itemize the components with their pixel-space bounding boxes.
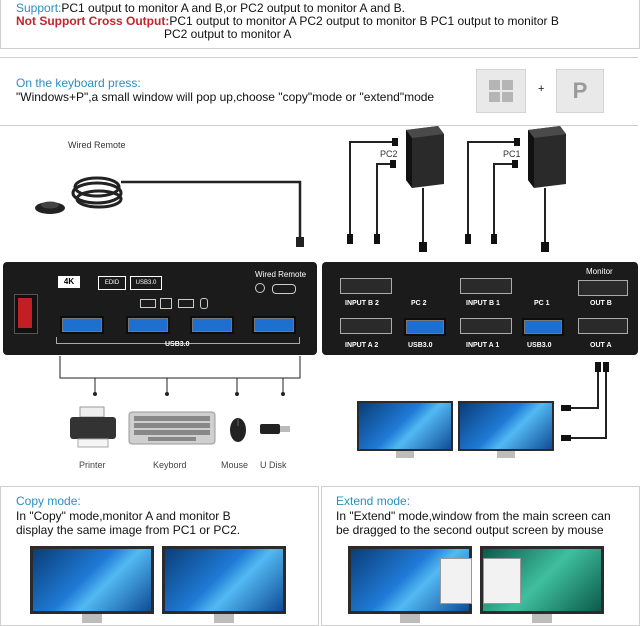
extend-mode-line1: In "Extend" mode,window from the main sc… — [336, 509, 611, 523]
monitor-a-mid-stand — [497, 451, 515, 458]
wired-remote-port-label: Wired Remote — [255, 270, 307, 279]
plus-sign: + — [538, 83, 545, 95]
input-b2-label: INPUT B 2 — [345, 300, 379, 307]
mouse-icon — [230, 418, 246, 442]
usb-port-1[interactable] — [60, 316, 104, 334]
monitor-a-mid-screen — [460, 403, 552, 449]
monitor-a-mid — [458, 401, 554, 451]
copy-mode-title: Copy mode: — [16, 494, 81, 508]
pc2-port-label: PC 2 — [411, 300, 427, 307]
windows-icon — [489, 80, 513, 102]
keyboard-box — [0, 57, 638, 126]
support-line: Support:PC1 output to monitor A and B,or… — [16, 1, 405, 15]
usb-port-4[interactable] — [252, 316, 296, 334]
power-switch[interactable] — [14, 294, 38, 334]
monitor-b-mid-stand — [396, 451, 414, 458]
extend-window-left-part — [440, 558, 472, 604]
badge-usb30: USB3.0 — [130, 276, 162, 290]
not-support-label: Not Support Cross Output: — [16, 14, 170, 28]
input-a2-label: INPUT A 2 — [345, 342, 379, 349]
support-text: PC1 output to monitor A and B,or PC2 out… — [61, 1, 405, 15]
copy-monitor-1 — [30, 546, 154, 614]
out-b-label: OUT B — [590, 300, 612, 307]
mouse-label: Mouse — [221, 460, 249, 470]
remote-jack-icon — [255, 283, 265, 293]
monitor-b-mid — [357, 401, 453, 451]
extend-mode-title: Extend mode: — [336, 494, 411, 508]
input-a1-label: INPUT A 1 — [466, 342, 500, 349]
input-b1-label: INPUT B 1 — [466, 300, 500, 307]
not-support-text-2: PC2 output to monitor A — [164, 27, 292, 41]
wired-remote-port[interactable] — [272, 284, 296, 294]
keyboard-text: "Windows+P",a small window will pop up,c… — [16, 90, 435, 104]
extend-monitor-1-stand — [400, 614, 420, 623]
keyboard-title: On the keyboard press: — [16, 76, 141, 90]
wired-remote-cable — [35, 176, 304, 247]
usb-bracket — [56, 337, 300, 344]
copy-mode-line1: In "Copy" mode,monitor A and monitor B — [16, 509, 231, 523]
hdmi-input-b2[interactable] — [340, 278, 392, 294]
copy-monitor-2-screen — [165, 549, 283, 611]
badge-edid: EDID — [98, 276, 126, 290]
hdmi-input-a2[interactable] — [340, 318, 392, 334]
copy-monitor-1-stand — [82, 614, 102, 623]
out-a-label: OUT A — [590, 342, 612, 349]
usb-port-2[interactable] — [126, 316, 170, 334]
not-support-line: Not Support Cross Output:PC1 output to m… — [16, 14, 559, 28]
pc1-label: PC1 — [503, 149, 521, 159]
hdmi-input-a1[interactable] — [460, 318, 512, 334]
keyboard-icon — [128, 411, 216, 445]
hdmi-input-b1[interactable] — [460, 278, 512, 294]
usb-port-pc1[interactable] — [522, 318, 564, 336]
support-label: Support: — [16, 1, 62, 15]
copy-monitor-2 — [162, 546, 286, 614]
output-cables — [561, 362, 609, 441]
extend-window-right-part — [483, 558, 521, 604]
peripheral-lines — [59, 356, 301, 396]
copy-monitor-2-stand — [214, 614, 234, 623]
extend-monitor-1 — [348, 546, 472, 614]
extend-monitor-2-stand — [532, 614, 552, 623]
keyboard-label: Keybord — [153, 460, 187, 470]
pc-connections — [347, 126, 566, 252]
usb-disk-icon — [260, 424, 290, 434]
hdmi-out-b[interactable] — [578, 280, 628, 296]
usb-icon — [140, 299, 156, 308]
usb30-front-label: USB3.0 — [165, 341, 190, 348]
printer-small-icon — [160, 298, 172, 309]
extend-monitor-2 — [480, 546, 604, 614]
not-support-text-1: PC1 output to monitor A PC2 output to mo… — [169, 14, 559, 28]
monitor-label: Monitor — [586, 267, 613, 276]
power-switch-rocker — [18, 298, 32, 328]
kvm-back-panel — [322, 262, 638, 355]
printer-label: Printer — [79, 460, 106, 470]
mouse-small-icon — [200, 298, 208, 309]
usb-port-3[interactable] — [190, 316, 234, 334]
keyboard-small-icon — [178, 299, 194, 308]
udisk-label: U Disk — [260, 460, 287, 470]
usb-port-pc2[interactable] — [404, 318, 446, 336]
wired-remote-label: Wired Remote — [68, 140, 126, 150]
p-key: P — [556, 69, 604, 113]
monitor-b-mid-screen — [359, 403, 451, 449]
extend-mode-line2: be dragged to the second output screen b… — [336, 523, 604, 537]
hdmi-out-a[interactable] — [578, 318, 628, 334]
badge-4k: 4K — [58, 276, 80, 288]
pc1-port-label: PC 1 — [534, 300, 550, 307]
usb-pc2-label: USB3.0 — [408, 342, 433, 349]
copy-monitor-1-screen — [33, 549, 151, 611]
usb-pc1-label: USB3.0 — [527, 342, 552, 349]
copy-mode-line2: display the same image from PC1 or PC2. — [16, 523, 241, 537]
printer-icon — [70, 406, 116, 448]
pc2-label: PC2 — [380, 149, 398, 159]
windows-key — [476, 69, 526, 113]
